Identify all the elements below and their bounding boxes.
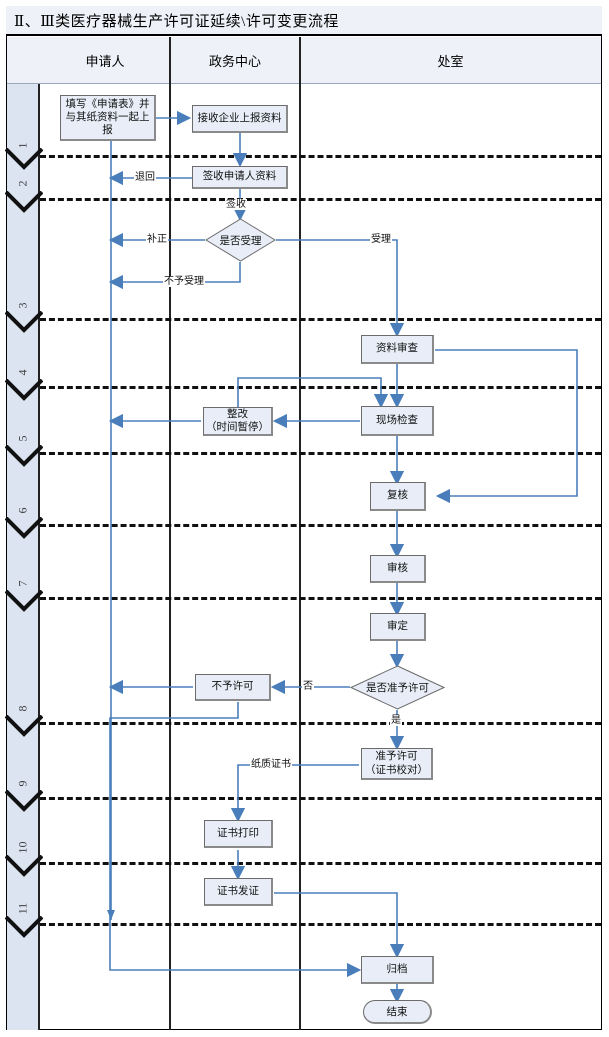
stage-number-8: 8 bbox=[15, 705, 30, 712]
stage-chevron-7 bbox=[5, 590, 43, 616]
stage-number-10: 10 bbox=[15, 841, 30, 854]
stage-separator-1 bbox=[40, 155, 601, 158]
node-permit-decision[interactable]: 是否准予许可 bbox=[349, 665, 446, 710]
column-header-service-center: 政务中心 bbox=[170, 37, 300, 84]
diagram-frame bbox=[6, 6, 602, 1030]
node-grant-permit[interactable]: 准予许可 （证书校对） bbox=[361, 748, 433, 780]
node-rectify[interactable]: 整改 （时间暂停） bbox=[203, 407, 273, 436]
stage-chevron-9 bbox=[5, 790, 43, 816]
stage-chevron-10 bbox=[5, 855, 43, 881]
lane-divider-a-b bbox=[169, 37, 171, 1030]
stage-chevron-8 bbox=[5, 715, 43, 741]
stage-separator-6 bbox=[40, 524, 601, 527]
node-accept-decision[interactable]: 是否受理 bbox=[205, 218, 276, 262]
stage-separator-8 bbox=[40, 722, 601, 725]
node-approve-set[interactable]: 审定 bbox=[370, 613, 426, 641]
lane-divider-b-c bbox=[299, 37, 301, 1030]
column-header-number bbox=[7, 37, 40, 84]
node-end[interactable]: 结束 bbox=[363, 1000, 432, 1024]
stage-number-5: 5 bbox=[15, 435, 30, 442]
edge-label-return: 退回 bbox=[134, 172, 156, 183]
edge-label-accept: 受理 bbox=[370, 234, 392, 245]
stage-chevron-11 bbox=[5, 916, 43, 942]
node-permit-decision-label: 是否准予许可 bbox=[366, 683, 429, 694]
stage-number-2: 2 bbox=[15, 180, 30, 187]
node-cert-issue[interactable]: 证书发证 bbox=[204, 878, 273, 906]
stage-separator-10 bbox=[40, 862, 601, 865]
stage-separator-2 bbox=[40, 198, 601, 201]
stage-separator-3 bbox=[40, 318, 601, 321]
stage-chevron-1 bbox=[5, 148, 43, 174]
node-recheck[interactable]: 复核 bbox=[370, 482, 426, 511]
stage-separator-5 bbox=[40, 452, 601, 455]
stage-chevron-3 bbox=[5, 311, 43, 337]
stage-separator-4 bbox=[40, 386, 601, 389]
stage-number-7: 7 bbox=[15, 580, 30, 587]
stage-chevron-2 bbox=[5, 191, 43, 217]
edge-label-signed: 签收 bbox=[225, 199, 247, 210]
stage-number-strip bbox=[7, 84, 40, 1030]
edge-label-yes: 是 bbox=[390, 715, 402, 726]
stage-number-1: 1 bbox=[15, 142, 30, 149]
edge-label-paper-cert: 纸质证书 bbox=[250, 759, 292, 770]
node-cert-print[interactable]: 证书打印 bbox=[204, 820, 273, 848]
column-header-department: 处室 bbox=[300, 37, 601, 84]
stage-chevron-4 bbox=[5, 379, 43, 405]
stage-number-9: 9 bbox=[15, 780, 30, 787]
node-site-inspect[interactable]: 现场检查 bbox=[361, 406, 434, 436]
stage-separator-11 bbox=[40, 923, 601, 926]
node-receive-docs[interactable]: 接收企业上报资料 bbox=[192, 105, 288, 133]
node-fill-form[interactable]: 填写《申请表》并与其纸资料一起上报 bbox=[60, 95, 156, 141]
edge-label-amend: 补正 bbox=[146, 234, 168, 245]
node-no-permit[interactable]: 不予许可 bbox=[195, 674, 271, 701]
stage-number-4: 4 bbox=[15, 369, 30, 376]
stage-number-11: 11 bbox=[15, 902, 30, 915]
stage-chevron-6 bbox=[5, 517, 43, 543]
stage-number-6: 6 bbox=[15, 507, 30, 514]
node-sign-docs[interactable]: 签收申请人资料 bbox=[192, 166, 288, 189]
stage-number-3: 3 bbox=[15, 302, 30, 309]
node-doc-review[interactable]: 资料审查 bbox=[361, 335, 434, 364]
edge-label-no: 否 bbox=[302, 681, 314, 692]
node-examine[interactable]: 审核 bbox=[370, 555, 426, 583]
stage-separator-9 bbox=[40, 797, 601, 800]
page-title: Ⅱ、Ⅲ类医疗器械生产许可证延续\许可变更流程 bbox=[6, 6, 602, 36]
node-archive[interactable]: 归档 bbox=[361, 956, 434, 984]
stage-separator-7 bbox=[40, 597, 601, 600]
edge-label-not-accept: 不予受理 bbox=[163, 276, 205, 287]
node-accept-decision-label: 是否受理 bbox=[219, 235, 262, 247]
column-header-applicant: 申请人 bbox=[40, 37, 170, 84]
stage-chevron-5 bbox=[5, 445, 43, 471]
